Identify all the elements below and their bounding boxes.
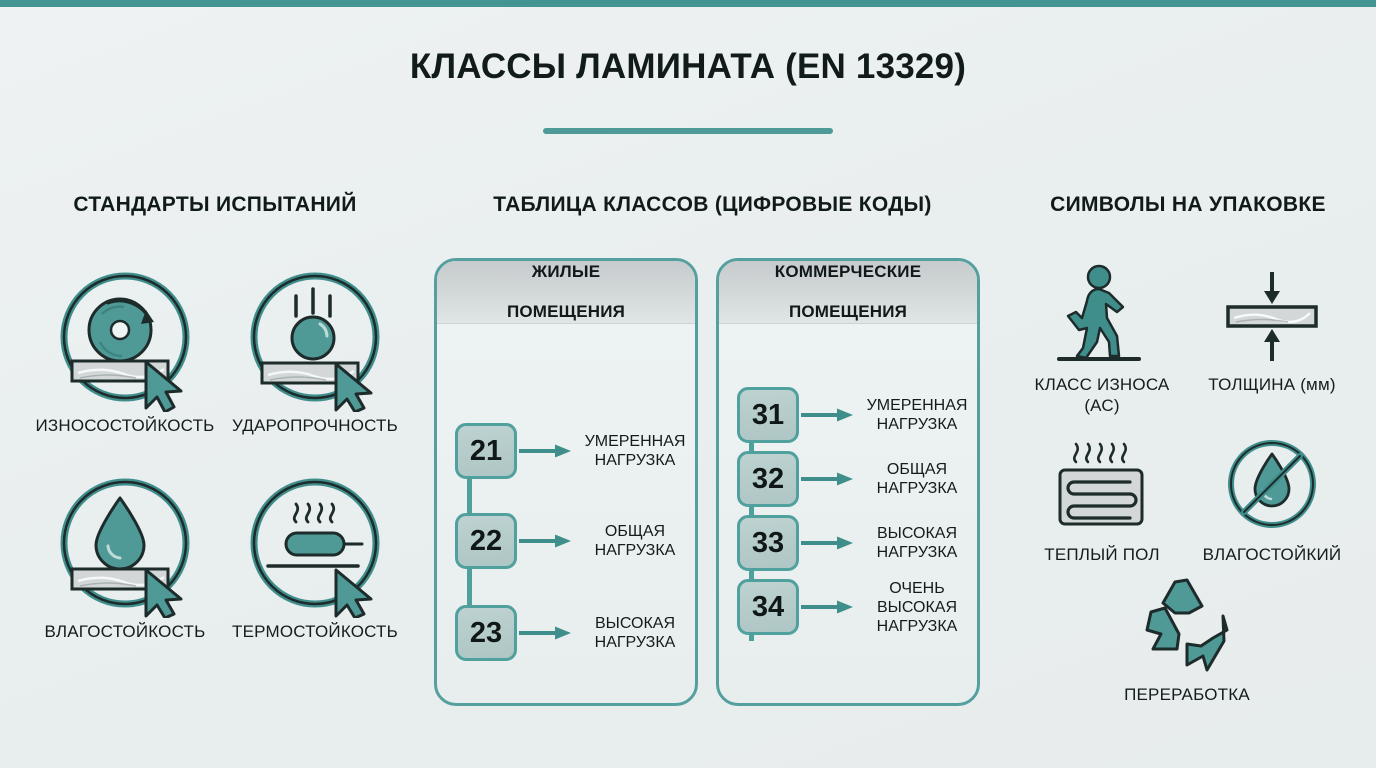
walking-person-icon (1012, 262, 1192, 366)
impact-ball-icon (240, 262, 390, 412)
class-label-line1: ОБЩАЯ (604, 523, 666, 540)
test-standard-item-thermal: ТЕРМОСТОЙКОСТЬ (215, 468, 415, 642)
water-resistant-icon (1182, 432, 1362, 536)
class-label: ВЫСОКАЯ НАГРУЗКА (575, 614, 695, 652)
class-row[interactable]: 34 ОЧЕНЬ ВЫСОКАЯ НАГРУЗКА (737, 579, 977, 635)
abrasion-disc-icon (50, 262, 200, 412)
arrow-icon (519, 534, 573, 548)
symbol-label-line1: КЛАСС ИЗНОСА (1034, 375, 1170, 394)
class-label-line2: НАГРУЗКА (876, 480, 958, 497)
thickness-arrows-icon (1182, 262, 1362, 366)
package-symbol-label: ТОЛЩИНА (мм) (1182, 374, 1362, 395)
class-label-line1: ОЧЕНЬ (889, 579, 945, 597)
test-standard-label: УДАРОПРОЧНОСТЬ (232, 416, 398, 435)
class-label-line3: НАГРУЗКА (876, 617, 958, 635)
class-label-line1: ВЫСОКАЯ (876, 525, 958, 542)
underfloor-heating-icon (1012, 432, 1192, 536)
class-card-commercial: КОММЕРЧЕСКИЕ ПОМЕЩЕНИЯ 31 УМЕРЕННАЯ НАГР… (716, 258, 980, 706)
class-badge[interactable]: 23 (455, 605, 517, 661)
package-symbol-thickness: ТОЛЩИНА (мм) (1182, 262, 1362, 395)
class-label: ОБЩАЯ НАГРУЗКА (857, 460, 977, 498)
test-standard-label: ТЕРМОСТОЙКОСТЬ (231, 622, 399, 641)
class-badge[interactable]: 34 (737, 579, 799, 635)
class-label-line2: НАГРУЗКА (594, 634, 676, 651)
arrow-icon (801, 600, 855, 614)
class-row[interactable]: 22 ОБЩАЯ НАГРУЗКА (455, 513, 695, 569)
class-label: УМЕРЕННАЯ НАГРУЗКА (857, 396, 977, 434)
class-badge[interactable]: 31 (737, 387, 799, 443)
symbol-label-line2: (АС) (1084, 396, 1120, 415)
card-header-commercial: КОММЕРЧЕСКИЕ ПОМЕЩЕНИЯ (719, 261, 977, 324)
symbol-label-line1: ТОЛЩИНА (мм) (1208, 375, 1336, 394)
class-row[interactable]: 32 ОБЩАЯ НАГРУЗКА (737, 451, 977, 507)
card-title-line1: КОММЕРЧЕСКИЕ (774, 262, 922, 281)
section-heading-test-standards: СТАНДАРТЫ ИСПЫТАНИЙ (73, 193, 357, 216)
class-label-line2: НАГРУЗКА (594, 542, 676, 559)
page-title: КЛАССЫ ЛАМИНАТА (EN 13329) (409, 47, 967, 86)
class-badge[interactable]: 32 (737, 451, 799, 507)
class-label: УМЕРЕННАЯ НАГРУЗКА (575, 432, 695, 470)
arrow-icon (519, 626, 573, 640)
class-label: ВЫСОКАЯ НАГРУЗКА (857, 524, 977, 562)
class-label-line2: НАГРУЗКА (594, 452, 676, 469)
heat-element-icon (240, 468, 390, 618)
top-accent-bar (0, 0, 1376, 7)
arrow-icon (801, 536, 855, 550)
water-drop-plank-icon (50, 468, 200, 618)
class-label-line2: ВЫСОКАЯ (876, 598, 958, 616)
test-standard-item-moisture: ВЛАГОСТОЙКОСТЬ (25, 468, 225, 642)
class-label-line2: НАГРУЗКА (876, 544, 958, 561)
class-label: ОБЩАЯ НАГРУЗКА (575, 522, 695, 560)
package-symbol-label: ПЕРЕРАБОТКА (1097, 684, 1277, 705)
test-standard-label: ВЛАГОСТОЙКОСТЬ (44, 622, 206, 641)
class-row[interactable]: 21 УМЕРЕННАЯ НАГРУЗКА (455, 423, 695, 479)
class-card-residential: ЖИЛЫЕ ПОМЕЩЕНИЯ 21 УМЕРЕННАЯ НАГРУЗКА 22 (434, 258, 698, 706)
symbol-label-line1: ВЛАГОСТОЙКИЙ (1202, 545, 1342, 564)
card-header-residential: ЖИЛЫЕ ПОМЕЩЕНИЯ (437, 261, 695, 324)
test-standard-item-abrasion: ИЗНОСОСТОЙКОСТЬ (25, 262, 225, 436)
package-symbol-underfloor-heating: ТЕПЛЫЙ ПОЛ (1012, 432, 1192, 565)
class-badge[interactable]: 22 (455, 513, 517, 569)
symbol-label-line1: ПЕРЕРАБОТКА (1124, 685, 1250, 704)
recycle-icon (1097, 572, 1277, 676)
arrow-icon (801, 472, 855, 486)
card-title-line2: ПОМЕЩЕНИЯ (506, 302, 626, 321)
class-label-line2: НАГРУЗКА (876, 416, 958, 433)
card-title-line1: ЖИЛЫЕ (531, 262, 601, 281)
package-symbol-label: ВЛАГОСТОЙКИЙ (1182, 544, 1362, 565)
symbol-label-line1: ТЕПЛЫЙ ПОЛ (1044, 545, 1160, 564)
package-symbol-water-resistant: ВЛАГОСТОЙКИЙ (1182, 432, 1362, 565)
title-divider (543, 128, 833, 134)
arrow-icon (801, 408, 855, 422)
card-title-line2: ПОМЕЩЕНИЯ (788, 302, 908, 321)
class-badge[interactable]: 33 (737, 515, 799, 571)
class-label-line1: ОБЩАЯ (886, 461, 948, 478)
class-label: ОЧЕНЬ ВЫСОКАЯ НАГРУЗКА (857, 579, 977, 636)
class-row[interactable]: 31 УМЕРЕННАЯ НАГРУЗКА (737, 387, 977, 443)
package-symbol-label: КЛАСС ИЗНОСА (АС) (1012, 374, 1192, 416)
package-symbol-recycling: ПЕРЕРАБОТКА (1097, 572, 1277, 705)
class-label-line1: УМЕРЕННАЯ (584, 433, 686, 450)
test-standard-item-impact: УДАРОПРОЧНОСТЬ (215, 262, 415, 436)
section-heading-class-table: ТАБЛИЦА КЛАССОВ (ЦИФРОВЫЕ КОДЫ) (493, 193, 932, 216)
class-label-line1: УМЕРЕННАЯ (866, 397, 968, 414)
section-heading-package-symbols: СИМВОЛЫ НА УПАКОВКЕ (1050, 193, 1326, 216)
package-symbol-wear-class: КЛАСС ИЗНОСА (АС) (1012, 262, 1192, 416)
class-row[interactable]: 23 ВЫСОКАЯ НАГРУЗКА (455, 605, 695, 661)
test-standard-label: ИЗНОСОСТОЙКОСТЬ (35, 416, 215, 435)
class-row[interactable]: 33 ВЫСОКАЯ НАГРУЗКА (737, 515, 977, 571)
arrow-icon (519, 444, 573, 458)
class-label-line1: ВЫСОКАЯ (594, 615, 676, 632)
class-badge[interactable]: 21 (455, 423, 517, 479)
package-symbol-label: ТЕПЛЫЙ ПОЛ (1012, 544, 1192, 565)
